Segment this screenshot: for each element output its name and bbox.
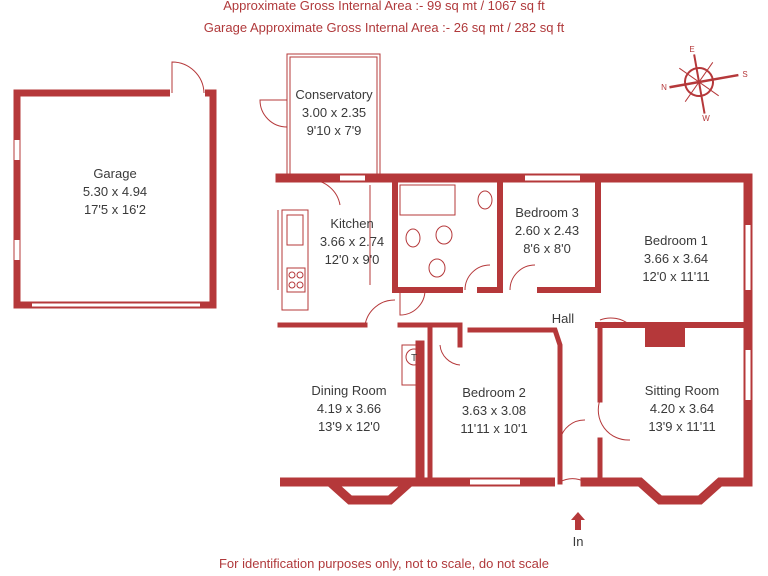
svg-text:13'9 x 11'11: 13'9 x 11'11: [648, 419, 715, 434]
svg-text:3.66 x 3.64: 3.66 x 3.64: [644, 251, 708, 266]
svg-text:2.60 x 2.43: 2.60 x 2.43: [515, 223, 579, 238]
svg-text:13'9 x 12'0: 13'9 x 12'0: [318, 419, 380, 434]
room-bedroom-3: Bedroom 3 2.60 x 2.43 8'6 x 8'0: [515, 205, 579, 256]
svg-text:Bedroom 1: Bedroom 1: [644, 233, 708, 248]
svg-text:9'10 x 7'9: 9'10 x 7'9: [307, 123, 362, 138]
svg-text:3.63 x 3.08: 3.63 x 3.08: [462, 403, 526, 418]
room-garage: Garage 5.30 x 4.94 17'5 x 16'2: [83, 166, 147, 217]
compass-e: E: [689, 45, 694, 54]
svg-text:Bedroom 3: Bedroom 3: [515, 205, 579, 220]
svg-text:12'0 x 11'11: 12'0 x 11'11: [642, 269, 709, 284]
tank-label: T: [411, 353, 417, 364]
svg-text:12'0 x 9'0: 12'0 x 9'0: [325, 252, 380, 267]
room-conservatory: Conservatory 3.00 x 2.35 9'10 x 7'9: [295, 87, 373, 138]
svg-text:5.30 x 4.94: 5.30 x 4.94: [83, 184, 147, 199]
house-walls: T: [275, 173, 753, 505]
svg-text:Sitting Room: Sitting Room: [645, 383, 719, 398]
svg-text:Garage: Garage: [93, 166, 136, 181]
svg-text:Kitchen: Kitchen: [330, 216, 373, 231]
room-bedroom-1: Bedroom 1 3.66 x 3.64 12'0 x 11'11: [642, 233, 709, 284]
compass-n: N: [661, 83, 667, 92]
svg-text:Conservatory: Conservatory: [295, 87, 373, 102]
room-kitchen: Kitchen 3.66 x 2.74 12'0 x 9'0: [320, 216, 384, 267]
svg-text:Bedroom 2: Bedroom 2: [462, 385, 526, 400]
svg-text:11'11 x 10'1: 11'11 x 10'1: [460, 421, 527, 436]
room-hall: Hall: [552, 311, 575, 326]
svg-text:Dining Room: Dining Room: [311, 383, 386, 398]
compass-s: S: [742, 70, 747, 79]
garage-area-text: Garage Approximate Gross Internal Area :…: [203, 20, 565, 35]
room-dining: Dining Room 4.19 x 3.66 13'9 x 12'0: [311, 383, 386, 434]
svg-text:4.19 x 3.66: 4.19 x 3.66: [317, 401, 381, 416]
entrance-arrow-icon: [571, 512, 585, 530]
compass-icon: [669, 54, 739, 114]
room-bedroom-2: Bedroom 2 3.63 x 3.08 11'11 x 10'1: [460, 385, 527, 436]
svg-text:8'6 x 8'0: 8'6 x 8'0: [523, 241, 571, 256]
svg-text:3.66 x 2.74: 3.66 x 2.74: [320, 234, 384, 249]
svg-text:3.00 x 2.35: 3.00 x 2.35: [302, 105, 366, 120]
gross-area-text: Approximate Gross Internal Area :- 99 sq…: [223, 0, 545, 13]
room-sitting: Sitting Room 4.20 x 3.64 13'9 x 11'11: [645, 383, 719, 434]
svg-text:4.20 x 3.64: 4.20 x 3.64: [650, 401, 714, 416]
garage-walls: [13, 61, 217, 309]
disclaimer-footer: For identification purposes only, not to…: [218, 556, 549, 571]
entrance-label: In: [573, 534, 584, 549]
compass-w: W: [702, 114, 710, 123]
svg-text:17'5 x 16'2: 17'5 x 16'2: [84, 202, 146, 217]
